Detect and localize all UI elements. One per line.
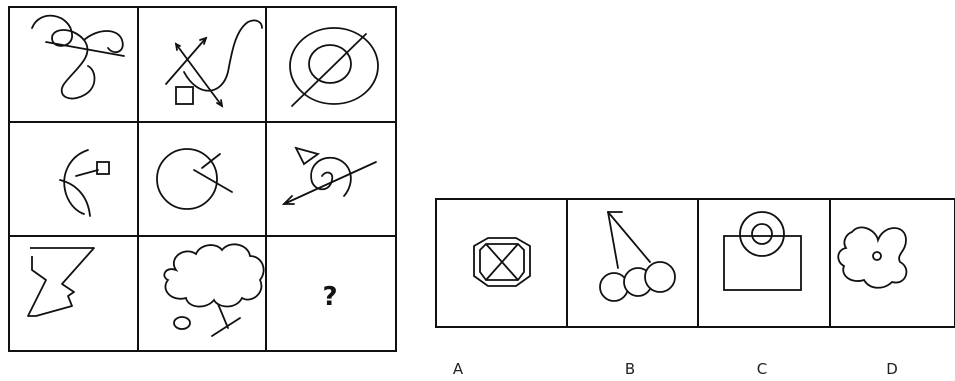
cell-r3c2-figure [164,244,263,336]
cell-r2c3-figure [284,148,376,204]
cell-r1c2-figure [166,20,262,106]
target-rectangle-icon[interactable] [724,212,801,290]
option-label-b: B [625,360,635,378]
cell-r3c1-figure [28,248,94,316]
options-strip [436,199,955,327]
cell-r2c1-figure [60,150,109,216]
question-mark: ? [322,282,337,312]
cell-r1c1-figure [32,16,124,99]
option-label-c: C [757,360,767,378]
option-label-d: D [886,360,898,378]
cell-r2c2-figure [157,149,232,209]
triangle-circles-icon[interactable] [600,212,675,301]
cell-r1c3-figure [290,28,378,106]
rounded-x-box-icon[interactable] [474,238,530,286]
option-label-a: A [453,360,464,378]
flower-blob-icon[interactable] [838,227,906,287]
options-border [436,199,955,327]
